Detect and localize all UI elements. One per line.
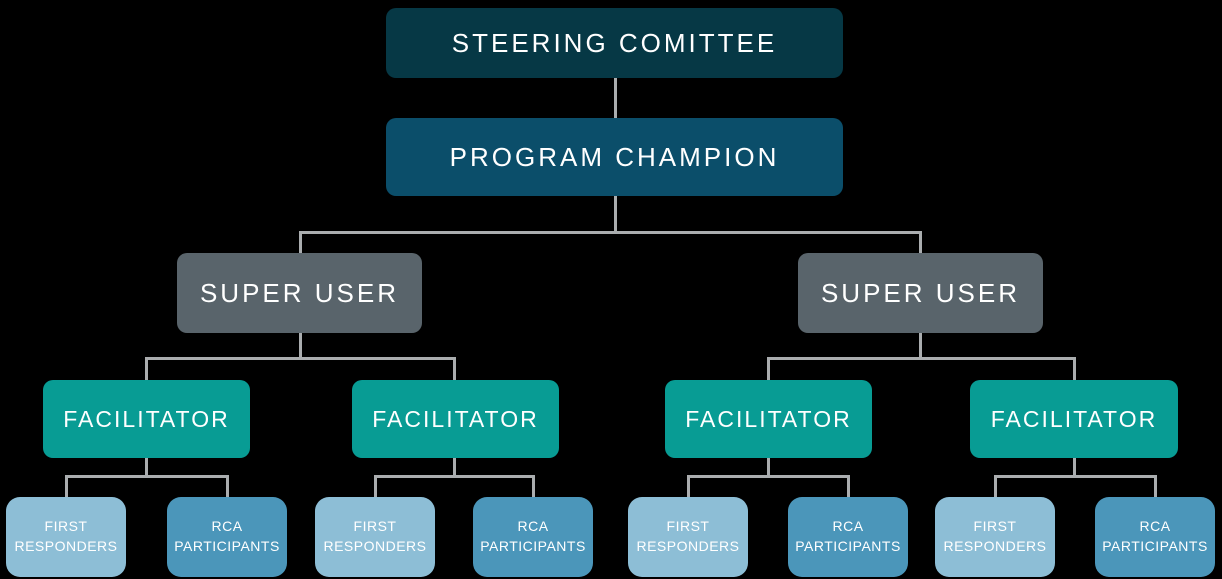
connector-line (767, 357, 770, 380)
connector-line (919, 333, 922, 359)
connector-line (374, 475, 377, 497)
node-facilitator-2: FACILITATOR (352, 380, 559, 458)
connector-line (299, 231, 302, 253)
connector-line (994, 475, 1156, 478)
node-super-user-1: SUPER USER (177, 253, 422, 333)
node-facilitator-4: FACILITATOR (970, 380, 1178, 458)
connector-line (994, 475, 997, 497)
node-first-responders-1: FIRST RESPONDERS (6, 497, 126, 577)
connector-line (614, 196, 617, 233)
node-facilitator-3: FACILITATOR (665, 380, 872, 458)
connector-line (614, 78, 617, 118)
connector-line (453, 458, 456, 477)
connector-line (532, 475, 535, 497)
connector-line (299, 231, 922, 234)
node-steering-committee: STEERING COMITTEE (386, 8, 843, 78)
connector-line (145, 357, 148, 380)
node-first-responders-3: FIRST RESPONDERS (628, 497, 748, 577)
connector-line (1154, 475, 1157, 497)
connector-line (65, 475, 229, 478)
node-super-user-2: SUPER USER (798, 253, 1043, 333)
node-rca-participants-2: RCA PARTICIPANTS (473, 497, 593, 577)
connector-line (226, 475, 229, 497)
connector-line (453, 357, 456, 380)
connector-line (767, 458, 770, 477)
connector-line (687, 475, 690, 497)
connector-line (374, 475, 535, 478)
connector-line (1073, 458, 1076, 477)
node-rca-participants-3: RCA PARTICIPANTS (788, 497, 908, 577)
connector-line (145, 458, 148, 477)
node-program-champion: PROGRAM CHAMPION (386, 118, 843, 196)
node-rca-participants-4: RCA PARTICIPANTS (1095, 497, 1215, 577)
node-facilitator-1: FACILITATOR (43, 380, 250, 458)
node-first-responders-2: FIRST RESPONDERS (315, 497, 435, 577)
connector-line (847, 475, 850, 497)
connector-line (145, 357, 456, 360)
connector-line (299, 333, 302, 359)
node-rca-participants-1: RCA PARTICIPANTS (167, 497, 287, 577)
connector-line (767, 357, 1076, 360)
connector-line (919, 231, 922, 253)
node-first-responders-4: FIRST RESPONDERS (935, 497, 1055, 577)
connector-line (1073, 357, 1076, 380)
connector-line (65, 475, 68, 497)
connector-line (687, 475, 850, 478)
